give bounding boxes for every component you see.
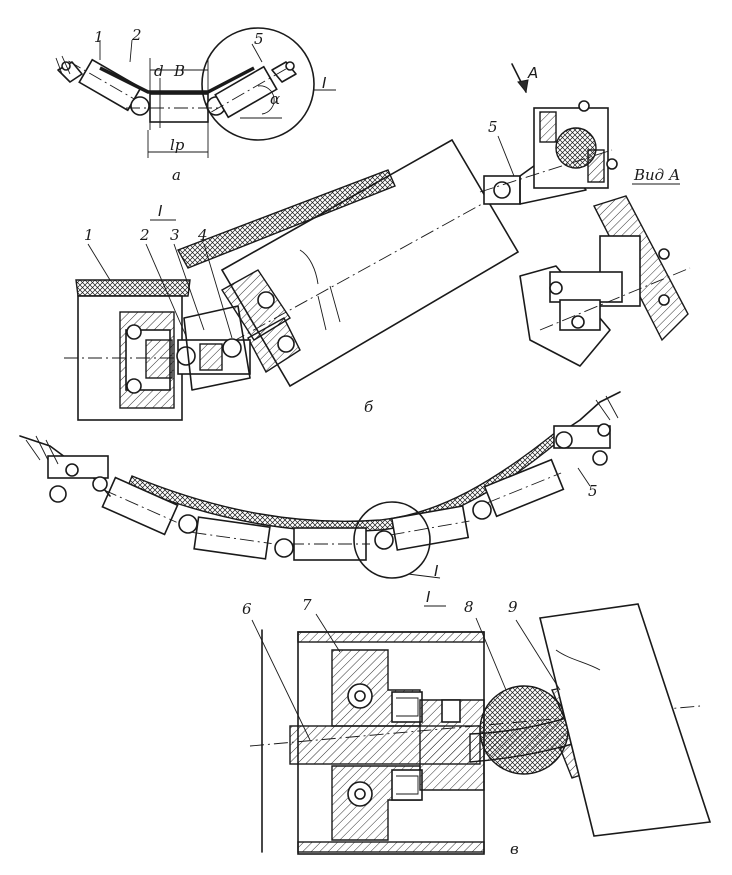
view-a-label-d: d	[154, 62, 164, 80]
view-a-center-roller	[126, 93, 232, 123]
view-c-label-8: 8	[464, 598, 474, 616]
view-a-label-I: I	[322, 74, 327, 92]
view-a-detail-circle	[201, 27, 315, 141]
view-a-label-lp: lp	[170, 136, 185, 154]
view-a-inset: Вид А	[519, 166, 691, 367]
view-b-link-joint	[176, 305, 251, 391]
view-a-label-alpha: α	[270, 90, 280, 108]
view-a-label-5: 5	[254, 30, 264, 48]
view-b-end-link	[479, 100, 618, 205]
view-c-label-I: I	[426, 588, 431, 606]
view-c-label-9: 9	[508, 598, 518, 616]
view-b-roller-bearing	[221, 269, 301, 374]
view-b-inclined-roller	[176, 138, 520, 388]
view-arrow-a: A	[511, 63, 538, 94]
roller-chain: 5 I	[19, 391, 621, 580]
view-b-caption: б	[364, 398, 374, 416]
view-b-label-2: 2	[139, 226, 150, 244]
chain-detail-circle	[353, 501, 431, 579]
view-b-label-5: 5	[488, 118, 498, 136]
view-b-label-3: 3	[170, 226, 180, 244]
view-c-section: I 6	[242, 588, 712, 858]
arrow-a-label: A	[527, 64, 538, 82]
view-b-horizontal-roller	[64, 279, 200, 421]
view-b-label-1: 1	[84, 226, 94, 244]
chain-label-5: 5	[588, 482, 598, 500]
chain-right-hanger	[553, 391, 621, 466]
view-b-label-I: I	[158, 202, 163, 220]
view-a-left-bracket	[55, 55, 83, 83]
view-a-label-B: B	[173, 62, 185, 80]
view-a-label-1: 1	[94, 28, 104, 46]
view-c-label-6: 6	[242, 600, 252, 618]
vid-a-label: Вид А	[633, 166, 680, 184]
view-a-dimensions	[99, 39, 282, 158]
view-c-caption: в	[510, 840, 519, 858]
chain-left-hanger	[19, 435, 111, 503]
view-a-troughing-idler: 1 2 5 d B α I lp а	[55, 26, 336, 184]
view-a-belt	[99, 66, 255, 94]
view-c-label-7: 7	[302, 596, 312, 614]
view-a-label-2: 2	[131, 26, 142, 44]
view-b-detail: 5 I 1 2 3 4 б	[64, 100, 618, 421]
chain-label-I: I	[434, 562, 439, 580]
view-b-label-4: 4	[197, 226, 208, 244]
view-a-right-bracket	[271, 61, 297, 83]
view-a-right-roller	[211, 65, 288, 119]
view-a-caption: а	[172, 166, 181, 184]
